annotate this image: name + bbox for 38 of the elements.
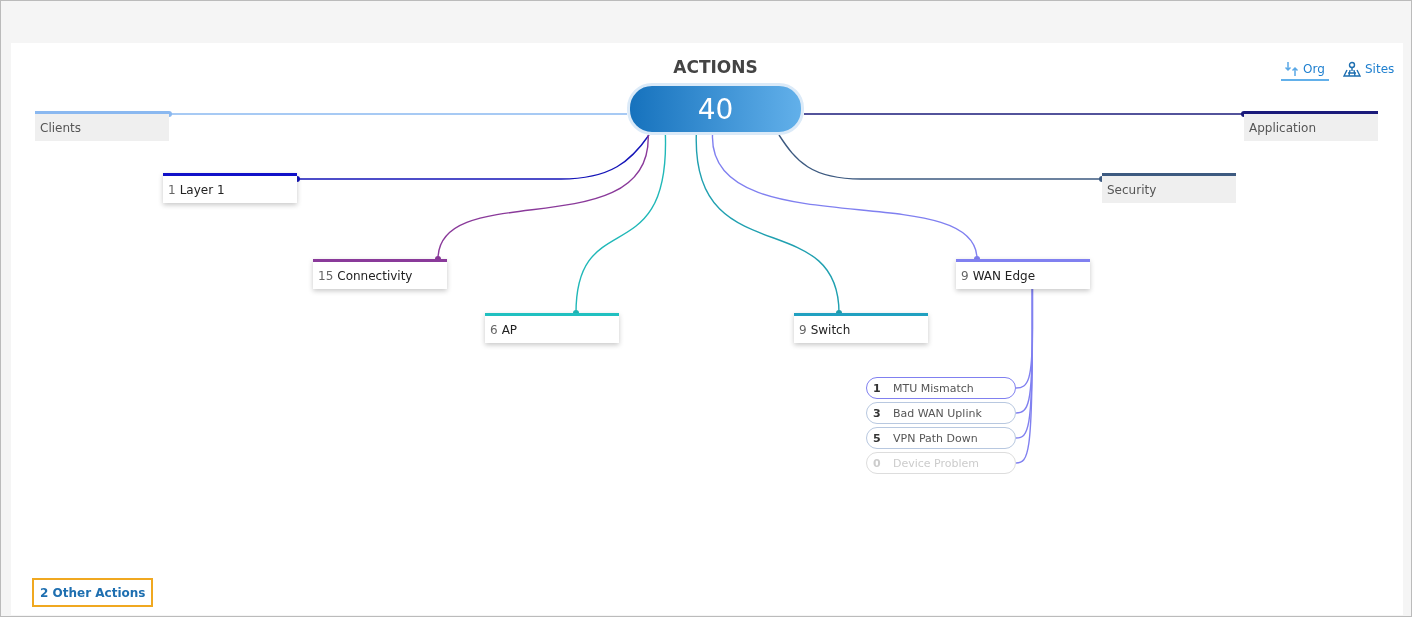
heading: ACTIONS — [673, 57, 758, 77]
category-card — [35, 111, 169, 141]
action-name: MTU Mismatch — [893, 381, 974, 395]
action-name: Bad WAN Uplink — [893, 406, 982, 420]
category-card — [313, 259, 447, 289]
count: 9 — [961, 268, 969, 283]
category-name: Clients — [40, 120, 81, 135]
category-card — [163, 173, 297, 203]
count: 1 — [168, 182, 176, 197]
action-pill — [866, 402, 1016, 424]
count: 15 — [318, 268, 334, 283]
action-pill — [866, 377, 1016, 399]
connector-line — [803, 111, 1247, 117]
count: 6 — [490, 322, 498, 337]
category-name: Switch — [810, 322, 851, 337]
action-pill — [866, 427, 1016, 449]
sites-tab: Sites — [1339, 59, 1399, 81]
count: 5 — [873, 431, 882, 445]
count: 3 — [873, 406, 882, 420]
connector-line — [166, 111, 628, 117]
category-name: Security — [1107, 182, 1157, 197]
count: 1 — [873, 381, 882, 395]
category-card — [1102, 173, 1236, 203]
category-card — [485, 313, 619, 343]
category-name: AP — [501, 322, 518, 337]
category-name: Application — [1249, 120, 1317, 135]
category-card — [956, 259, 1090, 289]
action-name: VPN Path Down — [893, 431, 978, 445]
category-name: WAN Edge — [972, 268, 1036, 283]
category-card — [794, 313, 928, 343]
org-tab: Org — [1281, 59, 1329, 81]
category-name: Layer 1 — [179, 182, 225, 197]
other-actions-button: 2 Other Actions — [32, 578, 154, 607]
count-pill: 40 — [627, 83, 804, 135]
count: 9 — [799, 322, 807, 337]
category-name: Connectivity — [337, 268, 413, 283]
action-pill — [866, 452, 1016, 474]
category-card — [1244, 111, 1378, 141]
